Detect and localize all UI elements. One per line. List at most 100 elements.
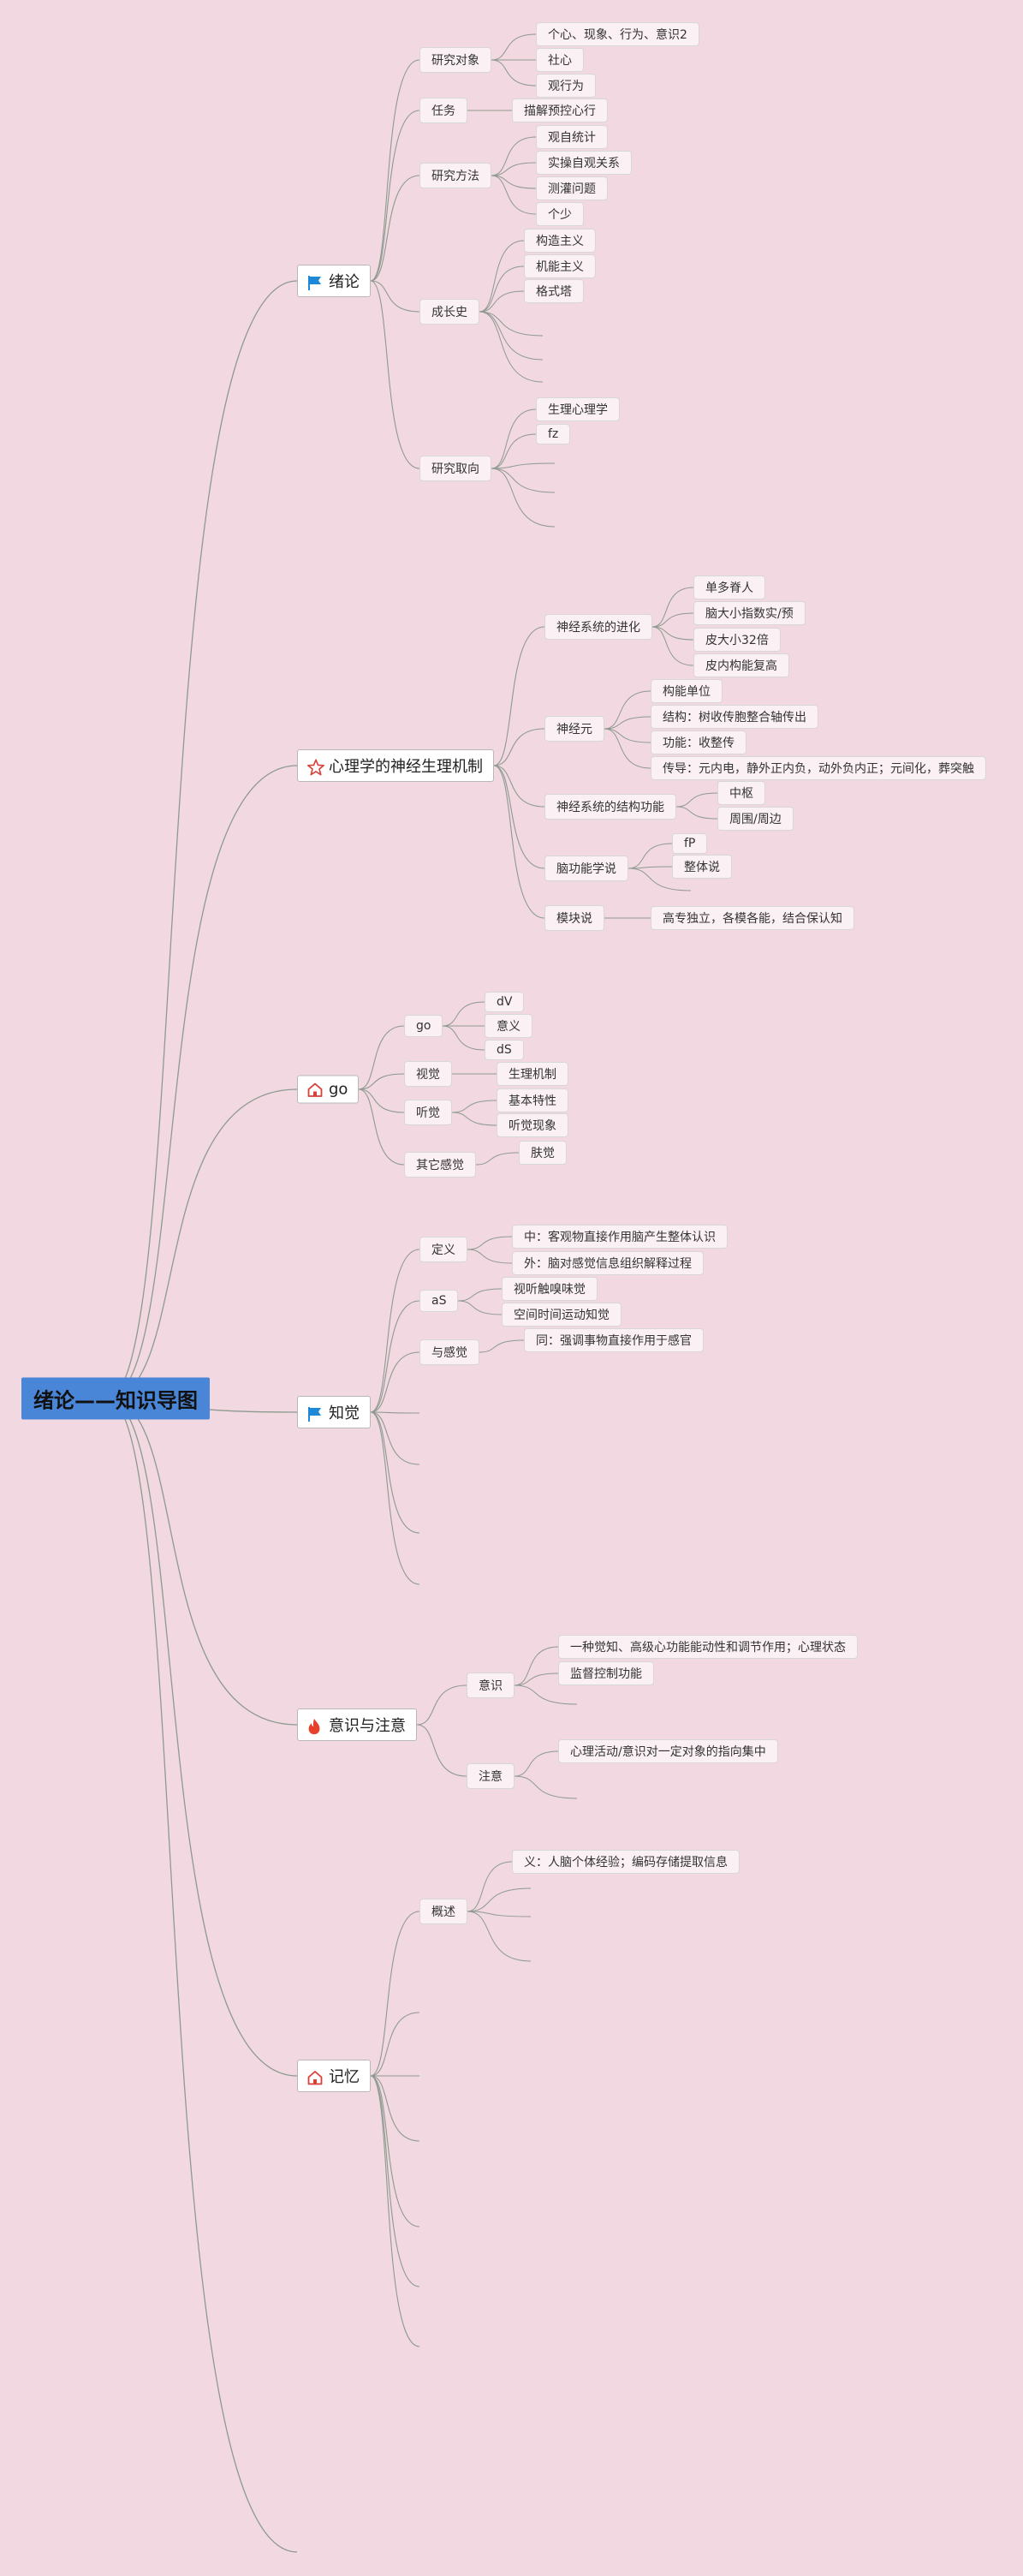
subtopic-5-2[interactable]: 注意 <box>467 1763 514 1789</box>
connector-line <box>358 1088 405 1166</box>
leaf-1-4-3-label: 格式塔 <box>536 285 572 299</box>
subtopic-1-2[interactable]: 任务 <box>419 98 467 123</box>
connector-line <box>479 290 525 313</box>
connector-line <box>491 175 537 215</box>
leaf-2-3-1[interactable]: 中枢 <box>717 781 765 805</box>
connector-line <box>604 690 651 730</box>
leaf-2-3-2[interactable]: 周围/周边 <box>717 807 794 831</box>
leaf-5-1-1[interactable]: 一种觉知、高级心功能能动性和调节作用；心理状态 <box>558 1635 858 1659</box>
connector-line <box>514 1685 578 1705</box>
leaf-2-2-2[interactable]: 结构：树收传胞整合轴传出 <box>651 705 818 729</box>
leaf-1-3-3[interactable]: 测灌问题 <box>536 176 608 200</box>
connector-line <box>514 1646 559 1686</box>
leaf-1-5-2[interactable]: fz <box>536 424 571 444</box>
leaf-4-1-1-label: 中：客观物直接作用脑产生整体认识 <box>524 1231 716 1244</box>
subtopic-1-5[interactable]: 研究取向 <box>419 456 491 481</box>
main-topic-1[interactable]: 绪论 <box>297 265 371 297</box>
subtopic-2-1[interactable]: 神经系统的进化 <box>544 614 652 640</box>
subtopic-1-4[interactable]: 成长史 <box>419 299 479 325</box>
leaf-3-1-3[interactable]: dS <box>485 1040 524 1060</box>
leaf-2-1-1[interactable]: 单多脊人 <box>693 575 765 599</box>
connector-line <box>491 468 556 493</box>
main-topic-4[interactable]: 知觉 <box>297 1396 371 1428</box>
main-topic-4-label: 知觉 <box>329 1404 360 1422</box>
leaf-4-1-2[interactable]: 外：脑对感觉信息组织解释过程 <box>512 1251 704 1275</box>
subtopic-1-3[interactable]: 研究方法 <box>419 163 491 188</box>
subtopic-3-4[interactable]: 其它感觉 <box>404 1152 476 1178</box>
leaf-2-4-1[interactable]: fP <box>672 833 708 854</box>
connector-line <box>651 612 694 628</box>
connector-line <box>493 728 545 766</box>
leaf-1-4-3[interactable]: 格式塔 <box>524 279 584 303</box>
leaf-1-5-1[interactable]: 生理心理学 <box>536 397 620 421</box>
subtopic-4-2[interactable]: aS <box>419 1290 459 1312</box>
subtopic-3-1[interactable]: go <box>404 1015 443 1037</box>
root-topic[interactable]: 绪论——知识导图 <box>21 1377 210 1420</box>
leaf-3-1-1[interactable]: dV <box>485 992 525 1012</box>
leaf-2-1-3[interactable]: 皮大小32倍 <box>693 628 781 652</box>
leaf-6-1-1[interactable]: 义：人脑个体经验；编码存储提取信息 <box>512 1850 740 1874</box>
subtopic-5-1[interactable]: 意识 <box>467 1673 514 1698</box>
subtopic-3-3[interactable]: 听觉 <box>404 1100 452 1125</box>
leaf-5-2-1[interactable]: 心理活动/意识对一定对象的指向集中 <box>558 1739 778 1763</box>
connector-line <box>358 1073 405 1090</box>
subtopic-4-3[interactable]: 与感觉 <box>419 1339 479 1365</box>
connector-line <box>457 1288 503 1302</box>
connector-line <box>493 765 545 919</box>
leaf-3-2-1[interactable]: 生理机制 <box>497 1062 568 1086</box>
leaf-2-2-4[interactable]: 传导：元内电，静外正内负，动外负内正；元间化，葬突触 <box>651 756 986 780</box>
leaf-1-2-1[interactable]: 描解预控心行 <box>512 98 608 122</box>
main-topic-6-label: 记忆 <box>329 2068 360 2086</box>
leaf-4-2-2[interactable]: 空间时间运动知觉 <box>502 1303 622 1327</box>
subtopic-1-1[interactable]: 研究对象 <box>419 47 491 73</box>
leaf-4-2-1[interactable]: 视听触嗅味觉 <box>502 1277 598 1301</box>
subtopic-2-5-label: 模块说 <box>556 912 592 926</box>
leaf-1-3-2[interactable]: 实操自观关系 <box>536 151 632 175</box>
leaf-1-1-1[interactable]: 个心、现象、行为、意识2 <box>536 22 699 46</box>
subtopic-2-2[interactable]: 神经元 <box>544 716 604 742</box>
connector-line <box>370 1249 420 1413</box>
leaf-3-1-2[interactable]: 意义 <box>485 1014 532 1038</box>
leaf-4-1-1[interactable]: 中：客观物直接作用脑产生整体认识 <box>512 1225 728 1249</box>
leaf-3-4-1[interactable]: 肤觉 <box>519 1141 567 1165</box>
leaf-1-3-1[interactable]: 观自统计 <box>536 125 608 149</box>
subtopic-1-1-label: 研究对象 <box>431 54 479 68</box>
leaf-4-2-1-label: 视听触嗅味觉 <box>514 1283 586 1297</box>
leaf-2-5-1[interactable]: 高专独立，各模各能，结合保认知 <box>651 906 854 930</box>
subtopic-2-4[interactable]: 脑功能学说 <box>544 856 628 881</box>
leaf-2-1-2[interactable]: 脑大小指数实/预 <box>693 601 806 625</box>
leaf-2-2-3[interactable]: 功能：收整传 <box>651 730 746 754</box>
main-topic-5[interactable]: 意识与注意 <box>297 1708 417 1741</box>
leaf-3-3-1[interactable]: 基本特性 <box>497 1088 568 1112</box>
connector-line <box>491 408 537 469</box>
connector-line <box>491 462 556 469</box>
subtopic-2-3[interactable]: 神经系统的结构功能 <box>544 794 676 820</box>
leaf-1-1-2[interactable]: 社心 <box>536 48 584 72</box>
connector-line <box>370 2075 420 2227</box>
leaf-5-1-2-label: 监督控制功能 <box>570 1667 642 1681</box>
leaf-1-4-1[interactable]: 构造主义 <box>524 229 596 253</box>
subtopic-3-2[interactable]: 视觉 <box>404 1061 452 1087</box>
leaf-4-3-1[interactable]: 同：强调事物直接作用于感官 <box>524 1328 704 1352</box>
main-topic-6[interactable]: 记忆 <box>297 2060 371 2092</box>
leaf-3-3-1-label: 基本特性 <box>509 1094 556 1108</box>
subtopic-4-1[interactable]: 定义 <box>419 1237 467 1262</box>
leaf-1-1-3[interactable]: 观行为 <box>536 74 596 98</box>
connector-line <box>491 136 537 176</box>
subtopic-2-5[interactable]: 模块说 <box>544 905 604 931</box>
leaf-2-1-4[interactable]: 皮内构能复高 <box>693 653 789 677</box>
leaf-2-2-1[interactable]: 构能单位 <box>651 679 723 703</box>
subtopic-5-2-label: 注意 <box>479 1770 503 1784</box>
leaf-1-4-2-label: 机能主义 <box>536 260 584 274</box>
leaf-5-1-2[interactable]: 监督控制功能 <box>558 1661 654 1685</box>
subtopic-6-1[interactable]: 概述 <box>419 1899 467 1924</box>
leaf-1-4-2[interactable]: 机能主义 <box>524 254 596 278</box>
leaf-2-4-2[interactable]: 整体说 <box>672 855 732 879</box>
connector-line <box>479 311 544 383</box>
main-topic-2[interactable]: 心理学的神经生理机制 <box>297 749 494 782</box>
leaf-1-3-4[interactable]: 个少 <box>536 202 584 226</box>
main-topic-3[interactable]: go <box>297 1075 360 1104</box>
leaf-3-3-2[interactable]: 听觉现象 <box>497 1113 568 1137</box>
subtopic-4-1-label: 定义 <box>431 1243 455 1257</box>
